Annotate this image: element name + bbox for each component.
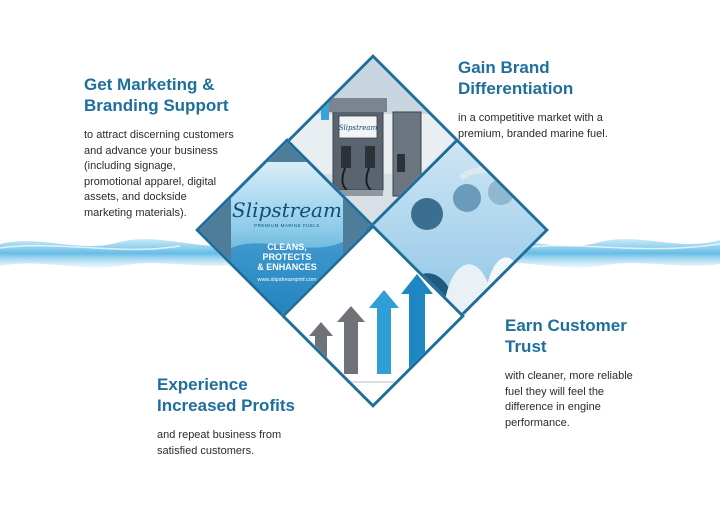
brand-differentiation-text: in a competitive market with a premium, … — [458, 112, 608, 140]
marketing-support-heading: Get Marketing & Branding Support — [84, 75, 229, 115]
poster-logo: Slipstream — [232, 197, 342, 222]
poster-url: www.slipstreampmf.com — [257, 276, 317, 283]
increased-profits-heading: Experience Increased Profits — [157, 375, 295, 415]
increased-profits-text: and repeat business from satisfied custo… — [157, 429, 282, 457]
poster-tagline-line-3: & ENHANCES — [257, 261, 317, 272]
brand-differentiation-block: Gain Brand Differentiation in a competit… — [458, 57, 608, 142]
poster-tagline-line-2: PROTECTS — [262, 251, 312, 262]
pump-brand-label: Slipstream — [339, 124, 378, 132]
customer-trust-block: Earn Customer Trust with cleaner, more r… — [505, 315, 645, 431]
poster-tagline-line-1: CLEANS, — [267, 241, 307, 252]
brand-differentiation-heading: Gain Brand Differentiation — [458, 58, 574, 98]
customer-trust-text: with cleaner, more reliable fuel they wi… — [505, 370, 633, 429]
marketing-support-block: Get Marketing & Branding Support to attr… — [84, 74, 234, 221]
marketing-support-text: to attract discerning customers and adva… — [84, 129, 234, 219]
poster-tagline: CLEANS, PROTECTS & ENHANCES — [257, 242, 317, 272]
poster-subtitle: PREMIUM MARINE FUELS — [254, 222, 320, 228]
customer-trust-heading: Earn Customer Trust — [505, 316, 627, 356]
increased-profits-block: Experience Increased Profits and repeat … — [157, 374, 317, 459]
